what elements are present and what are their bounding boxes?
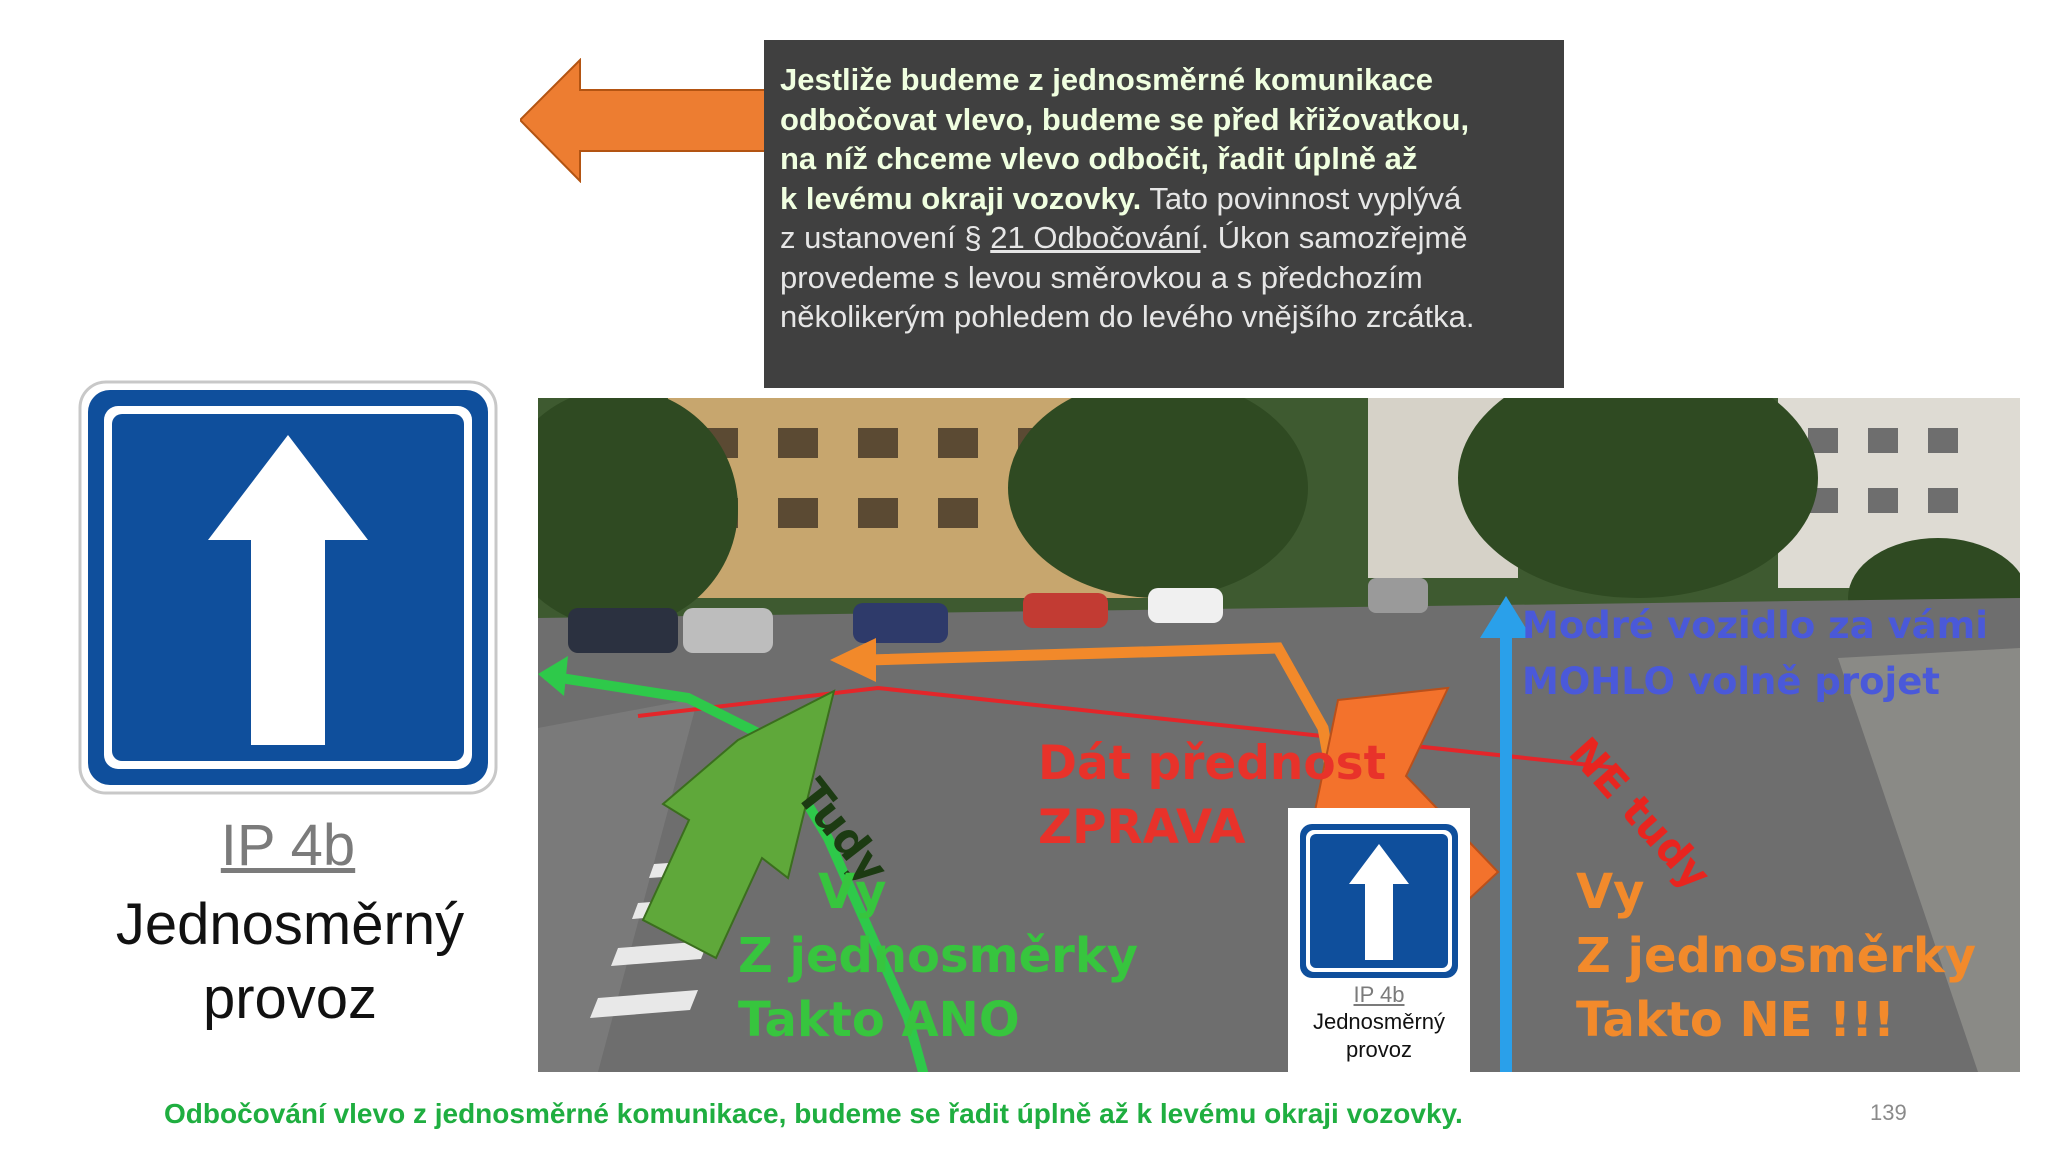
yield-note: Dát přednost ZPRAVA — [1038, 732, 1386, 860]
law-section-link[interactable]: 21 Odbočování — [990, 220, 1201, 255]
sign-name-line: provoz — [202, 966, 378, 1031]
yield-note-line: ZPRAVA — [1038, 800, 1246, 855]
green-note-line: Z jednosměrky — [738, 928, 1139, 984]
explanation-text: Tato povinnost vyplývá — [1141, 180, 1462, 216]
small-sign-name: Jednosměrný provoz — [1288, 1008, 1470, 1064]
small-sign-name-line: provoz — [1345, 1037, 1413, 1062]
orange-note-line: Vy — [1576, 864, 1645, 920]
blue-note-line: Modré vozidlo za vámi — [1522, 604, 1988, 647]
orange-note-line: Z jednosměrky — [1576, 928, 1977, 984]
sign-code-link[interactable]: IP 4b — [220, 813, 356, 878]
green-note: Vy Z jednosměrky Takto ANO — [738, 860, 1138, 1052]
explanation-text: několikerým pohledem do levého vnějšího … — [780, 299, 1475, 334]
small-sign-inset: IP 4b Jednosměrný provoz — [1288, 808, 1470, 1072]
orange-note-line: Takto NE !!! — [1576, 992, 1895, 1048]
green-note-line: Vy — [818, 864, 887, 920]
explanation-bold-line: na níž chceme vlevo odbočit, řadit úplně… — [780, 141, 1418, 176]
explanation-text: . Úkon samozřejmě — [1200, 220, 1468, 255]
small-sign-code-link[interactable]: IP 4b — [1353, 982, 1405, 1007]
blue-note: Modré vozidlo za vámi MOHLO volně projet — [1522, 598, 1988, 710]
sign-name-line: Jednosměrný — [115, 892, 465, 957]
explanation-textbox: Jestliže budeme z jednosměrné komunikace… — [764, 40, 1564, 388]
intersection-photo: Modré vozidlo za vámi MOHLO volně projet… — [538, 398, 2020, 1072]
blue-note-line: MOHLO volně projet — [1522, 660, 1940, 703]
explanation-text: provedeme s levou směrovkou a s předchoz… — [780, 259, 1423, 295]
one-way-sign-icon — [78, 380, 498, 795]
one-way-sign-icon — [1300, 824, 1458, 978]
explanation-bold-line: Jestliže budeme z jednosměrné komunikace — [780, 62, 1433, 97]
slide-caption: Odbočování vlevo z jednosměrné komunikac… — [164, 1098, 1463, 1129]
street-scene-illustration — [538, 398, 2020, 1072]
page-number: 139 — [1870, 1100, 1907, 1125]
sign-name: Jednosměrný provoz — [60, 888, 520, 1036]
explanation-bold-line: odbočovat vlevo, budeme se před křižovat… — [780, 101, 1470, 137]
orange-note: Vy Z jednosměrky Takto NE !!! — [1576, 860, 1976, 1052]
small-sign-name-line: Jednosměrný — [1312, 1009, 1446, 1034]
green-note-line: Takto ANO — [738, 992, 1020, 1048]
yield-note-line: Dát přednost — [1038, 736, 1387, 791]
explanation-bold-line: k levému okraji vozovky. — [780, 180, 1142, 216]
left-arrow-icon — [520, 58, 769, 183]
explanation-text: z ustanovení § — [780, 220, 991, 255]
